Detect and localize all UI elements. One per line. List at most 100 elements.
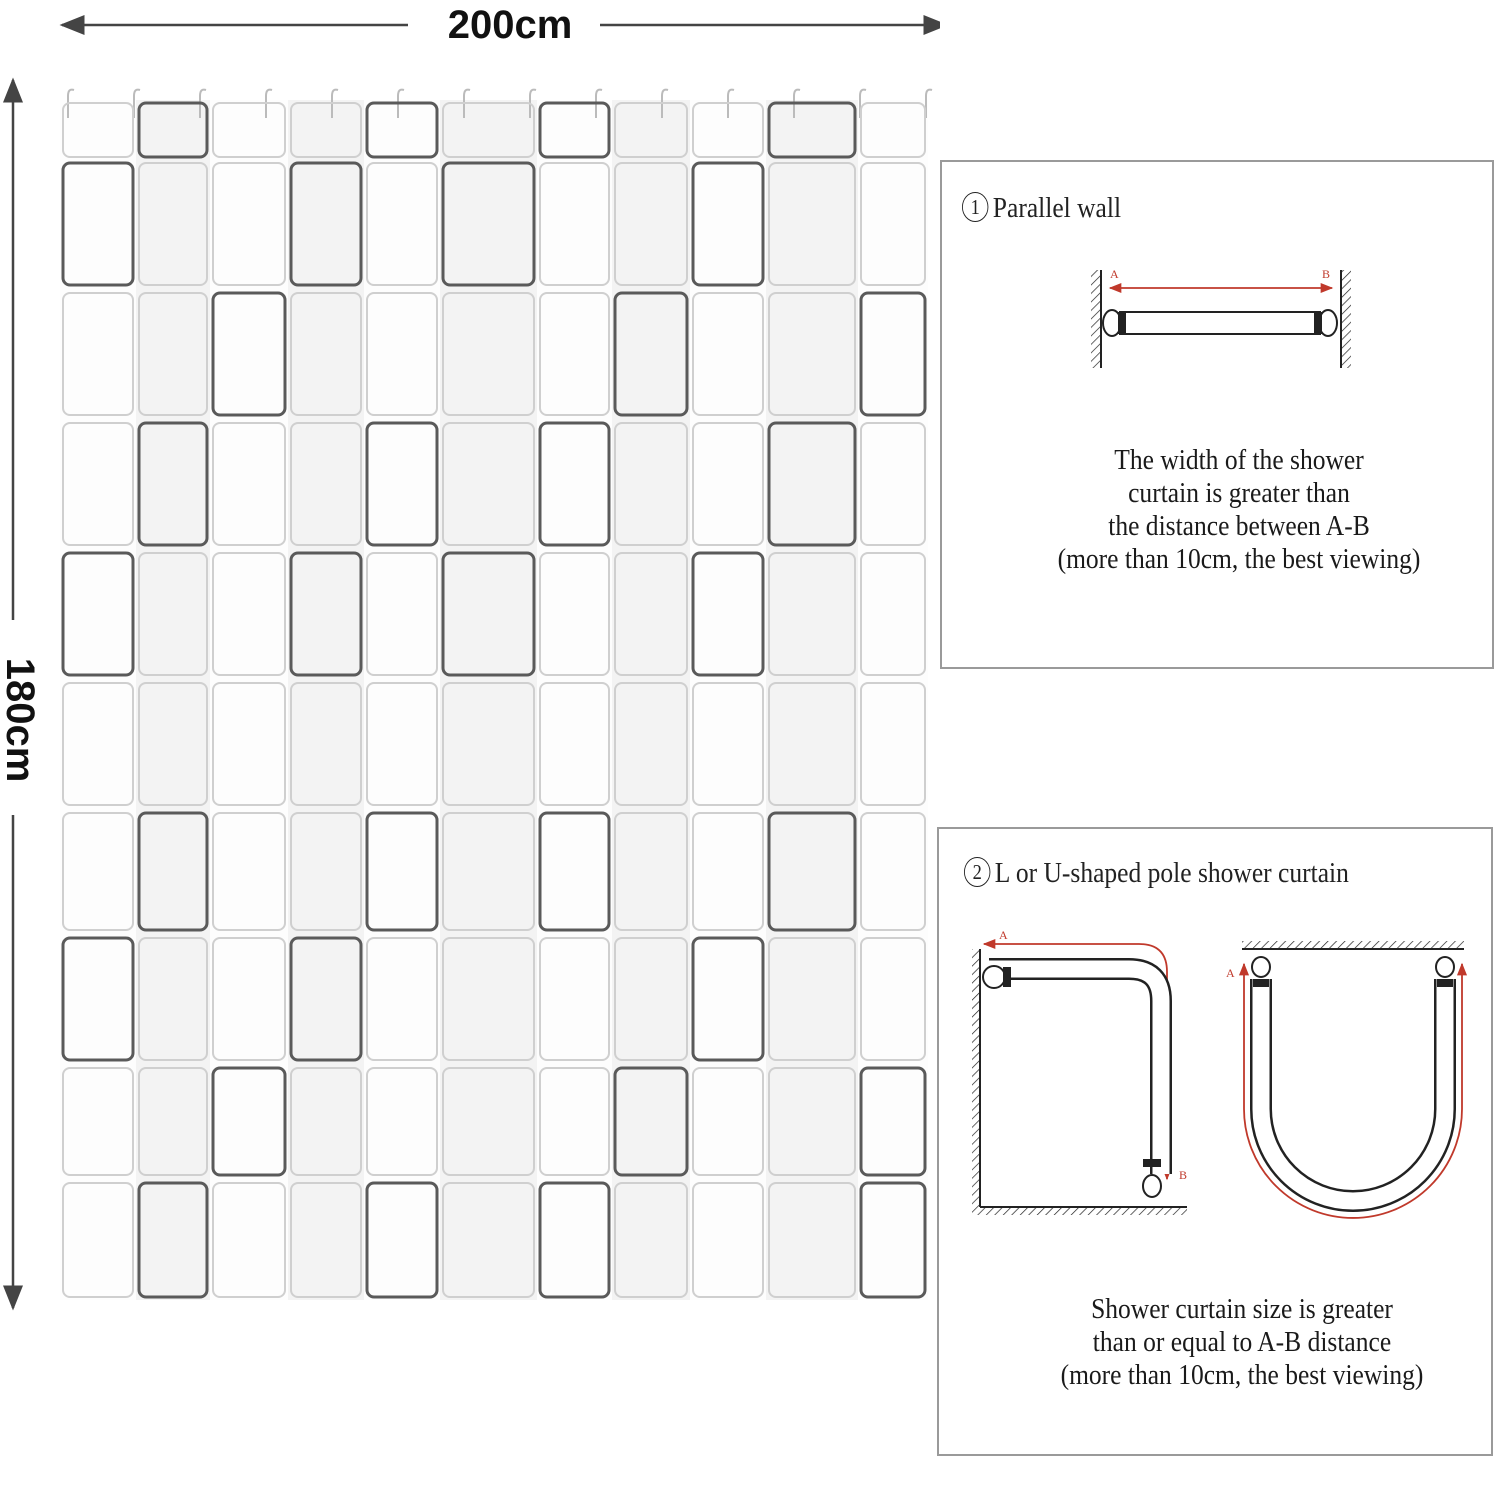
parallel-wall-note: The width of the shower curtain is great… (995, 444, 1483, 576)
curtain-tile (61, 936, 135, 1062)
curtain-tile (613, 291, 689, 417)
right-wall (1341, 270, 1351, 368)
curtain-tile (442, 292, 535, 416)
curtain-tile (138, 682, 208, 806)
curtain-tile (614, 937, 688, 1061)
curtain-tile (538, 421, 611, 547)
parallel-wall-title-text: Parallel wall (992, 192, 1122, 224)
curtain-tile (860, 102, 926, 158)
curtain-tile (61, 161, 135, 287)
curtain-tile (289, 936, 363, 1062)
curtain-tile (365, 101, 439, 159)
curtain-tile (138, 292, 208, 416)
curtain-tile (366, 292, 438, 416)
curtain-hook (529, 88, 537, 118)
curtain-tile (692, 102, 764, 158)
l-u-shaped-title-text: L or U-shaped pole shower curtain (994, 857, 1349, 889)
curtain-tile (614, 682, 688, 806)
u-distance-arrow (1238, 962, 1468, 1219)
curtain-tile (212, 682, 286, 806)
curtain-hook (925, 88, 933, 118)
curtain-tile (767, 101, 857, 159)
curtain-tile (212, 102, 286, 158)
curtain-hook (661, 88, 669, 118)
curtain-tile (767, 811, 857, 932)
curtain-tile (62, 812, 134, 931)
curtain-tile (692, 422, 764, 546)
curtain-tile (539, 937, 610, 1061)
curtain-tile (289, 551, 363, 677)
curtain-tile (859, 291, 927, 417)
curtain-tile (692, 1182, 764, 1298)
point-b-label: B (1322, 267, 1330, 281)
curtain-tile (137, 811, 209, 932)
curtain-tile (692, 292, 764, 416)
curtain-tile (768, 937, 856, 1061)
curtain-tile (860, 422, 926, 546)
curtain-tile (366, 552, 438, 676)
curtain-tile (859, 1066, 927, 1177)
curtain-tile (366, 937, 438, 1061)
height-dimension-label: 180cm (0, 657, 42, 783)
curtain-tile (290, 102, 362, 158)
note-line: (more than 10cm, the best viewing) (1060, 1359, 1424, 1391)
curtain-hook (463, 88, 471, 118)
curtain-tile (860, 162, 926, 286)
curtain-tile (692, 1067, 764, 1176)
curtain-tile (62, 1182, 134, 1298)
curtain-tile (860, 812, 926, 931)
curtain-tile (62, 1067, 134, 1176)
curtain-tile (62, 422, 134, 546)
parallel-wall-diagram: A B (1091, 267, 1351, 368)
curtain-tile (290, 1182, 362, 1298)
curtain-tile (614, 812, 688, 931)
curtain-tile (212, 422, 286, 546)
curtain-tile (442, 1067, 535, 1176)
curtain-tile (539, 1067, 610, 1176)
curtain-tile (211, 291, 287, 417)
curtain-tile (613, 1066, 689, 1177)
curtain-tile (691, 551, 765, 677)
curtain-tile (212, 812, 286, 931)
width-dimension-label: 200cm (447, 3, 573, 47)
curtain-tile (289, 161, 363, 287)
curtain-tile (211, 1066, 287, 1177)
curtain-tile (442, 422, 535, 546)
curtain-tile (441, 161, 536, 287)
note-line: (more than 10cm, the best viewing) (1057, 543, 1421, 575)
curtain-tile (538, 101, 611, 159)
curtain-hook (133, 88, 141, 118)
curtain-tile (62, 292, 134, 416)
left-wall (1091, 270, 1101, 368)
curtain-tile (538, 811, 611, 932)
l-point-b-label: B (1179, 1168, 1187, 1182)
curtain-tile (767, 421, 857, 547)
curtain-tile (290, 812, 362, 931)
curtain-tile (138, 937, 208, 1061)
note-line: curtain is greater than (1128, 477, 1350, 509)
curtain-tile (442, 937, 535, 1061)
curtain-hook (859, 88, 867, 118)
curtain-tile (441, 551, 536, 677)
curtain-tile (614, 422, 688, 546)
curtain-tile (768, 1182, 856, 1298)
curtain-tile (212, 162, 286, 286)
tension-rod (1102, 309, 1338, 337)
note-line: The width of the shower (1114, 444, 1364, 476)
curtain-tile (614, 1182, 688, 1298)
curtain-tile (137, 1181, 209, 1299)
curtain-tile (539, 162, 610, 286)
note-line: the distance between A-B (1108, 510, 1370, 542)
curtain-tile (138, 162, 208, 286)
curtain-tile (366, 162, 438, 286)
curtain-tile (290, 682, 362, 806)
curtain-tile (859, 1181, 927, 1299)
curtain-hook (595, 88, 603, 118)
curtain-tile (768, 682, 856, 806)
shower-curtain (60, 88, 933, 1300)
l-distance-arrow (982, 938, 1173, 1181)
curtain-tile (442, 1182, 535, 1298)
